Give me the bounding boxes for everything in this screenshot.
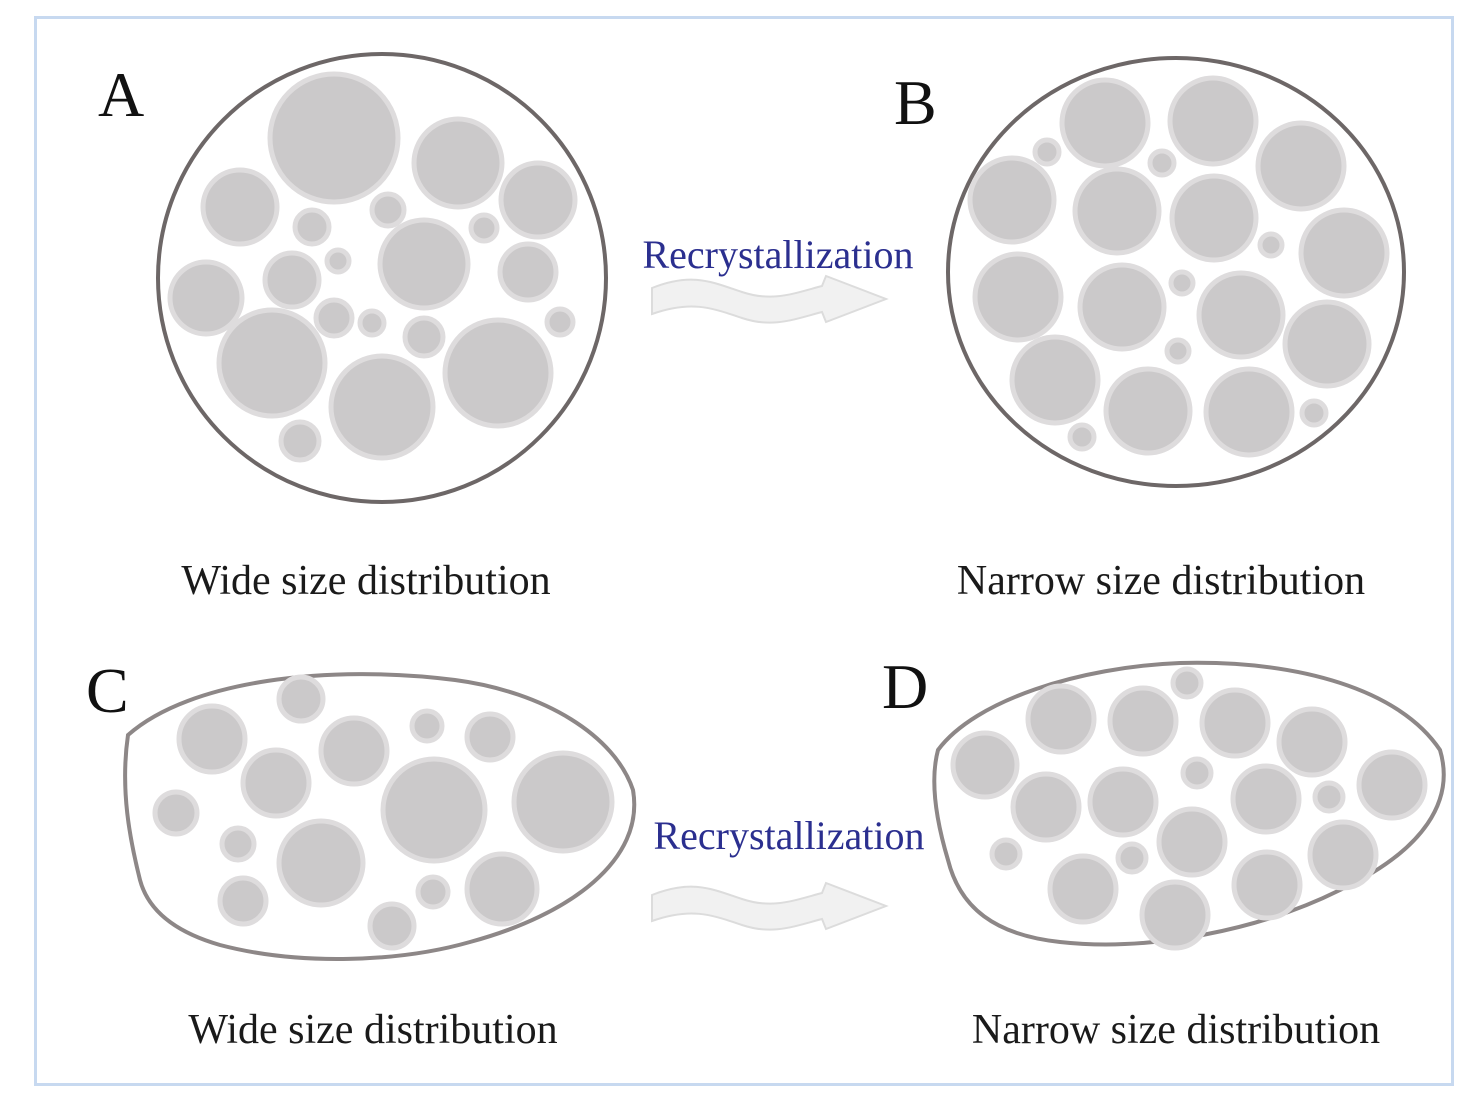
grain: [1276, 706, 1348, 778]
grain: [411, 116, 505, 210]
grain: [950, 730, 1020, 800]
grain: [377, 217, 471, 311]
wavy-arrow-icon: [651, 274, 889, 324]
grain: [380, 756, 488, 864]
panel-a-caption: Wide size distribution: [181, 558, 550, 604]
grain: [498, 160, 578, 240]
grain: [1115, 841, 1149, 875]
panel-a: A Wide size distribution: [98, 52, 608, 604]
grain: [1255, 120, 1347, 212]
grain: [1103, 366, 1193, 456]
grain: [240, 747, 312, 819]
grain: [1169, 173, 1259, 263]
grain: [464, 851, 540, 927]
panel-c-caption: Wide size distribution: [188, 1007, 557, 1053]
grain: [1010, 771, 1082, 843]
panel-b: B Narrow size distribution: [894, 56, 1406, 604]
grain: [972, 251, 1064, 343]
top-transition-label: Recrystallization: [642, 232, 913, 277]
grain: [989, 837, 1023, 871]
panel-d-grains: [950, 666, 1428, 951]
panel-b-letter: B: [894, 67, 937, 138]
grain: [152, 789, 200, 837]
panel-b-caption: Narrow size distribution: [957, 558, 1365, 604]
grain: [1180, 756, 1214, 790]
panel-a-letter: A: [98, 59, 144, 130]
grain: [216, 307, 328, 419]
grain: [1077, 262, 1167, 352]
panel-d-letter: D: [882, 651, 928, 722]
grain: [1203, 366, 1295, 458]
grain: [468, 212, 500, 244]
panel-c: C Wide size distribution: [86, 655, 637, 1053]
grain: [1307, 819, 1379, 891]
grain: [967, 155, 1057, 245]
grain: [415, 874, 451, 910]
grain: [1167, 75, 1259, 167]
grain: [292, 207, 332, 247]
grain: [1067, 422, 1097, 452]
grain: [511, 750, 615, 854]
grain: [357, 308, 387, 338]
grain: [313, 297, 355, 339]
grain: [276, 674, 326, 724]
grain: [328, 353, 436, 461]
grain: [1312, 780, 1346, 814]
grain: [318, 715, 390, 787]
grain: [544, 306, 576, 338]
grain: [402, 315, 446, 359]
grain: [1196, 270, 1286, 360]
bottom-transition-label: Recrystallization: [653, 813, 924, 858]
grain: [1009, 334, 1101, 426]
grain: [369, 191, 407, 229]
grain: [1356, 749, 1428, 821]
grain: [200, 167, 280, 247]
panel-a-grains: [167, 71, 578, 463]
grain: [1139, 879, 1211, 951]
grain: [267, 71, 401, 205]
grain: [1230, 763, 1302, 835]
panel-b-grains: [967, 75, 1390, 458]
grain: [1087, 766, 1159, 838]
grain: [167, 259, 245, 337]
grain: [1168, 269, 1196, 297]
panel-d: D Narrow size distribution: [882, 651, 1446, 1053]
grain: [1170, 666, 1204, 700]
grain: [1107, 685, 1179, 757]
grain: [1199, 687, 1271, 759]
grain: [367, 901, 417, 951]
grain: [1032, 137, 1062, 167]
grain: [409, 708, 445, 744]
grain: [464, 711, 516, 763]
wavy-arrow-icon: [651, 881, 889, 931]
grain: [217, 875, 269, 927]
grain: [176, 703, 248, 775]
grain: [1156, 806, 1228, 878]
top-transition: Recrystallization: [642, 232, 914, 324]
grain: [1282, 299, 1372, 389]
panel-c-grains: [152, 674, 615, 951]
grain: [324, 247, 352, 275]
grain: [1047, 853, 1119, 925]
grain: [1298, 207, 1390, 299]
grain: [219, 825, 257, 863]
grain: [1299, 398, 1329, 428]
grain: [442, 317, 554, 429]
grain: [497, 241, 559, 303]
grain: [262, 250, 322, 310]
grain: [1025, 683, 1097, 755]
panel-d-caption: Narrow size distribution: [972, 1007, 1380, 1053]
grain: [1257, 231, 1285, 259]
grain: [1072, 166, 1162, 256]
panel-c-letter: C: [86, 655, 129, 726]
grain: [1059, 77, 1151, 169]
grain: [276, 818, 366, 908]
grain: [1147, 148, 1177, 178]
grain: [1164, 337, 1192, 365]
bottom-transition: Recrystallization: [651, 813, 925, 931]
grain: [278, 419, 322, 463]
grain: [1231, 849, 1303, 921]
